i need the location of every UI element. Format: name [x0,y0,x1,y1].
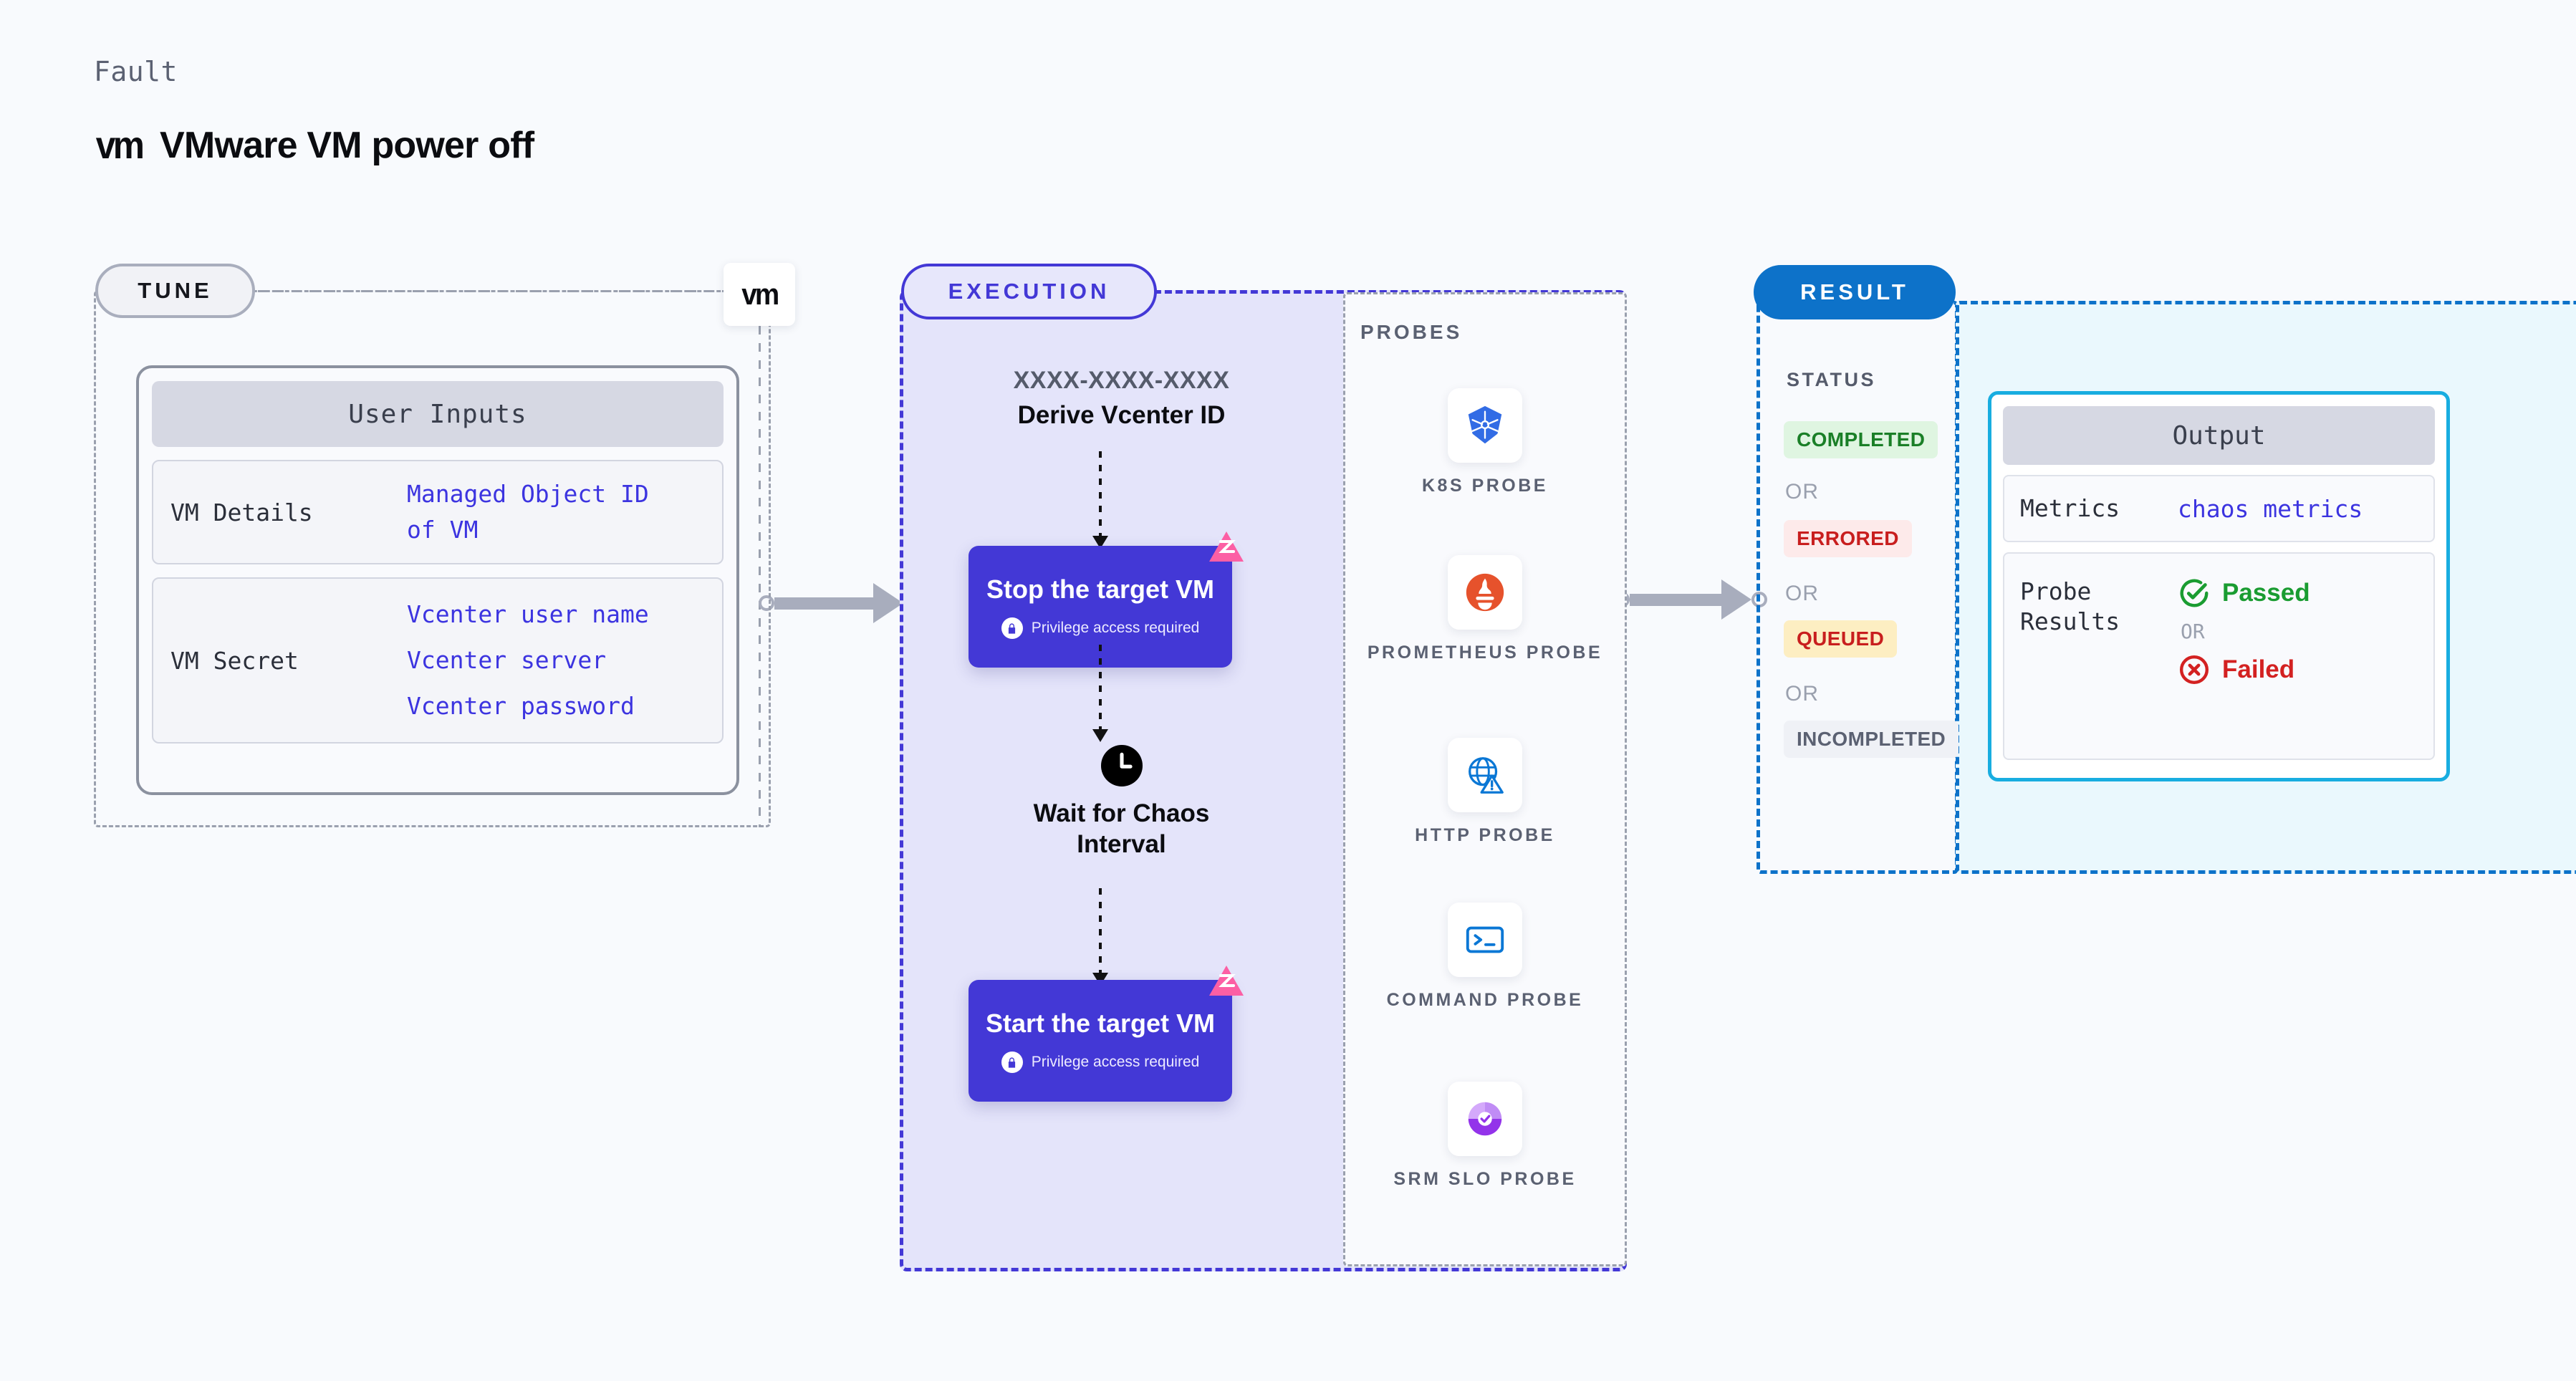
check-circle-icon [2180,579,2209,607]
probe-result-failed: Failed [2178,653,2310,686]
clock-icon [1100,745,1143,786]
output-card-title: Output [2003,406,2435,465]
status-badge-errored: ERRORED [1784,520,1912,557]
status-badge-incompleted: INCOMPLETED [1784,721,1959,758]
tune-panel [94,290,771,827]
vmware-logo-icon: vm [741,277,779,311]
user-inputs-card: User Inputs VM Details Managed Object ID… [136,365,739,795]
step-title: Stop the target VM [986,574,1214,604]
probe-results-label-line1: Probe [2020,577,2092,605]
page-title: VMware VM power off [160,125,534,166]
output-card: Output Metrics chaos metrics Probe Resul… [1988,391,2450,781]
x-circle-icon [2179,655,2209,685]
status-title: STATUS [1787,369,1876,390]
failed-label: Failed [2222,655,2295,683]
probe-label: COMMAND PROBE [1386,990,1584,1010]
stage-pill-execution[interactable]: EXECUTION [901,264,1157,319]
arrow-bar [1630,593,1723,606]
tune-value: Vcenter password [407,692,635,721]
execution-run-id: XXXX-XXXX-XXXX [1013,367,1230,394]
tune-row-label: VM Secret [170,646,299,675]
status-badge-queued: QUEUED [1784,620,1898,658]
execution-step-start-vm[interactable]: Start the target VM Privilege access req… [969,966,1244,1102]
terminal-icon [1448,903,1522,977]
arrow-head [873,583,903,623]
probe-label: K8S PROBE [1422,476,1548,496]
execution-run-id-label: Derive Vcenter ID [1017,401,1226,429]
status-or-1: OR [1785,480,1819,504]
tune-row-label: VM Details [170,498,313,526]
step-note-text: Privilege access required [1031,1054,1200,1070]
arrow-bar [774,597,875,610]
passed-label: Passed [2222,579,2310,607]
wait-label-line1: Wait for Chaos [1033,799,1210,827]
probe-result-passed: Passed [2178,577,2310,610]
step-privilege-note: Privilege access required [1001,617,1200,639]
tune-value: Managed Object ID [407,479,649,508]
probe-label: PROMETHEUS PROBE [1367,643,1603,663]
status-or-2: OR [1785,582,1819,605]
output-probe-result-values: Passed OR Failed [2178,565,2310,686]
arrow-tune-to-execution [759,583,919,623]
tune-value: Vcenter user name [407,600,649,628]
arrow-head [1721,579,1751,620]
status-badge-completed: COMPLETED [1784,421,1938,458]
probe-item-prometheus[interactable]: PROMETHEUS PROBE [1343,555,1627,665]
flow-arrow-2 [1092,645,1108,742]
lock-icon [1001,617,1023,639]
probe-label: HTTP PROBE [1415,825,1555,845]
output-row-probe-results: Probe Results Passed OR Fai [2003,552,2435,760]
stage-pill-tune[interactable]: TUNE [95,264,255,318]
page-title-row: vm VMware VM power off [94,123,534,168]
vm-vertical-connector [759,326,761,827]
tune-value: Vcenter server [407,645,607,674]
vmware-logo-icon: vm [95,124,145,167]
probe-item-command[interactable]: COMMAND PROBE [1343,903,1627,1012]
tune-row-vm-secret: VM Secret Vcenter user name Vcenter serv… [152,577,724,744]
tune-value: of VM [407,516,479,544]
http-globe-warning-icon [1448,738,1522,812]
tune-row-values: Vcenter user name Vcenter server Vcenter… [407,600,649,722]
probe-label: SRM SLO PROBE [1393,1169,1577,1189]
stage-pill-result[interactable]: RESULT [1754,265,1956,319]
execution-wait-node: Wait for Chaos Interval [900,745,1343,860]
kubernetes-icon [1448,388,1522,463]
tune-row-vm-details: VM Details Managed Object ID of VM [152,460,724,564]
output-metrics-value[interactable]: chaos metrics [2178,494,2363,523]
output-metrics-label: Metrics [2020,494,2120,522]
probes-title: PROBES [1360,321,1463,343]
probe-result-or: OR [2181,620,2205,643]
litmus-chaos-icon [1209,531,1244,562]
user-inputs-title: User Inputs [152,381,724,447]
probe-item-k8s[interactable]: K8S PROBE [1343,388,1627,498]
flow-arrow-3 [1092,888,1108,986]
probe-results-label-line2: Results [2020,607,2120,636]
tune-row-values: Managed Object ID of VM [407,479,649,545]
srm-slo-icon [1448,1082,1522,1156]
output-row-metrics: Metrics chaos metrics [2003,475,2435,542]
litmus-chaos-icon [1209,966,1244,996]
output-probe-results-label: Probe Results [2020,565,2178,637]
page-eyebrow: Fault [94,56,178,87]
wait-label-line2: Interval [1077,830,1166,859]
wait-node-label: Wait for Chaos Interval [1034,798,1210,860]
step-title: Start the target VM [985,1009,1216,1038]
step-privilege-note: Privilege access required [1001,1052,1200,1073]
flow-arrow-1 [1092,451,1108,549]
status-or-3: OR [1785,682,1819,706]
step-note-text: Privilege access required [1031,620,1200,636]
probe-item-http[interactable]: HTTP PROBE [1343,738,1627,847]
vmware-badge-card: vm [724,263,795,326]
probe-item-srm-slo[interactable]: SRM SLO PROBE [1343,1082,1627,1191]
arrow-execution-to-result [1614,579,1767,620]
lock-icon [1001,1052,1023,1073]
prometheus-icon [1448,555,1522,630]
